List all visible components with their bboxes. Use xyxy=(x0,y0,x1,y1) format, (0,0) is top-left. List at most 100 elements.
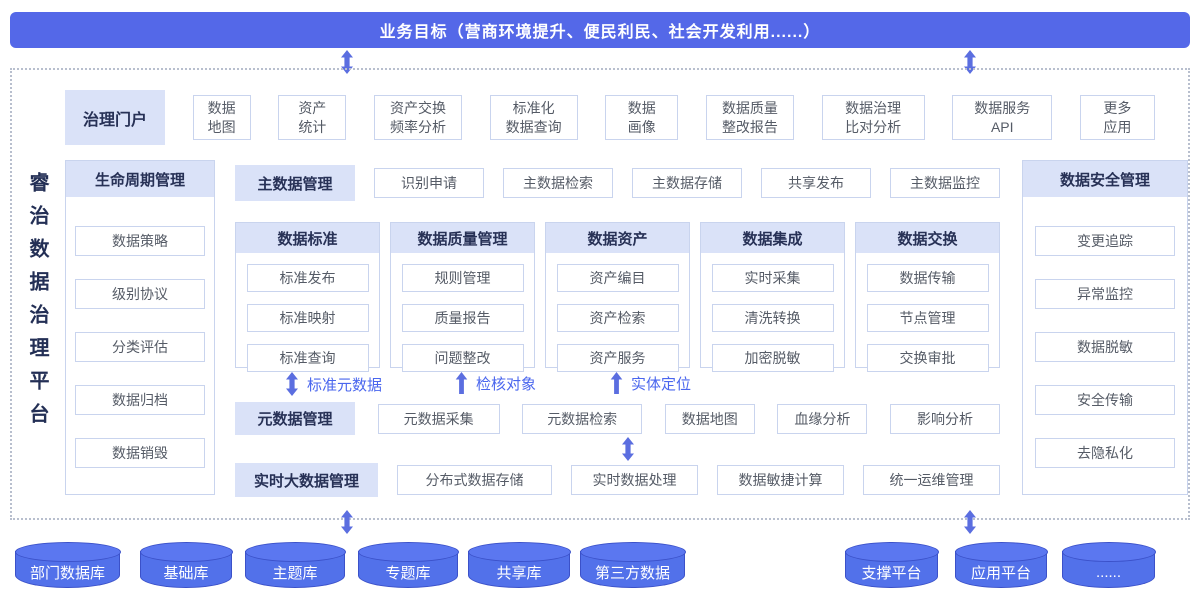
portal-item-line: API xyxy=(990,118,1014,135)
lifecycle-item: 级别协议 xyxy=(75,279,205,309)
security-header: 数据安全管理 xyxy=(1023,161,1187,197)
security-item: 数据脱敏 xyxy=(1035,332,1175,362)
pillar-header: 数据资产 xyxy=(546,223,689,253)
security-item: 去隐私化 xyxy=(1035,438,1175,468)
metadata-item: 影响分析 xyxy=(889,403,1000,434)
master-data-item: 共享发布 xyxy=(761,168,871,198)
pillar-data-quality: 数据质量管理 规则管理 质量报告 问题整改 xyxy=(390,222,535,372)
cylinder-label: 支撑平台 xyxy=(861,565,922,582)
cylinder-label: 专题库 xyxy=(385,565,431,582)
portal-item-line: 地图 xyxy=(207,118,236,135)
cylinder-label: 共享库 xyxy=(496,565,542,582)
bigdata-item: 分布式数据存储 xyxy=(397,465,552,495)
portal-item-exchange-frequency: 资产交换 频率分析 xyxy=(373,95,462,140)
portal-item-quality-report: 数据质量 整改报告 xyxy=(705,95,794,140)
flow-label: 标准元数据 xyxy=(307,376,383,394)
portal-header: 治理门户 xyxy=(65,90,165,145)
pillar-item: 交换审批 xyxy=(866,344,989,372)
pillar-item: 资产检索 xyxy=(556,304,679,332)
pillar-items: 资产编目 资产检索 资产服务 xyxy=(546,253,689,372)
portal-item-line: 比对分析 xyxy=(845,118,902,135)
platform-frame xyxy=(10,68,1190,520)
lifecycle-item: 数据策略 xyxy=(75,226,205,256)
portal-item-data-service-api: 数据服务 API xyxy=(952,95,1053,140)
portal-item-line: 数据查询 xyxy=(505,118,562,135)
pillar-item: 资产服务 xyxy=(556,344,679,372)
master-data-row: 主数据管理 识别申请 主数据检索 主数据存储 共享发布 主数据监控 xyxy=(235,165,1000,201)
platform-title: 睿治数据治理平台 xyxy=(26,172,48,436)
pillar-item: 加密脱敏 xyxy=(711,344,834,372)
up-down-arrow-icon xyxy=(621,437,635,461)
cylinder-label: 应用平台 xyxy=(970,565,1031,582)
database-row: 部门数据库 基础库 主题库 专题库 共享库 第三方数据 支撑平台 应用平台 ..… xyxy=(0,540,1200,592)
flow-label: 检核对象 xyxy=(476,375,537,393)
portal-item-more-apps: 更多 应用 xyxy=(1079,95,1155,140)
cylinder-label: 部门数据库 xyxy=(29,565,105,582)
master-data-item: 主数据监控 xyxy=(890,168,1000,198)
pillar-items: 标准发布 标准映射 标准查询 xyxy=(236,253,379,372)
pillar-item: 规则管理 xyxy=(401,264,524,292)
up-down-arrow-icon xyxy=(286,372,298,396)
master-data-item: 识别申请 xyxy=(374,168,484,198)
pillar-header: 数据集成 xyxy=(701,223,844,253)
pillar-header: 数据质量管理 xyxy=(391,223,534,253)
portal-item-line: 资产交换 xyxy=(389,99,446,116)
cylinder-label: ...... xyxy=(1095,564,1121,581)
pillar-items: 规则管理 质量报告 问题整改 xyxy=(391,253,534,372)
lifecycle-items: 数据策略 级别协议 分类评估 数据归档 数据销毁 xyxy=(66,197,214,468)
up-down-arrow-icon xyxy=(963,510,977,534)
pillar-item: 实时采集 xyxy=(711,264,834,292)
pillar-header: 数据标准 xyxy=(236,223,379,253)
security-item: 变更追踪 xyxy=(1035,226,1175,256)
portal-item-line: 统计 xyxy=(298,118,327,135)
pillar-data-standard: 数据标准 标准发布 标准映射 标准查询 xyxy=(235,222,380,372)
platform-cylinder: 支撑平台 xyxy=(844,542,939,588)
database-cylinder: 第三方数据 xyxy=(579,542,686,588)
bigdata-item: 实时数据处理 xyxy=(571,465,698,495)
database-cylinder: 基础库 xyxy=(139,542,233,588)
bigdata-item: 数据敏捷计算 xyxy=(717,465,844,495)
metadata-item: 元数据采集 xyxy=(377,403,500,434)
portal-item-line: 应用 xyxy=(1103,118,1132,135)
database-cylinder: 主题库 xyxy=(244,542,346,588)
cylinder-label: 第三方数据 xyxy=(594,565,670,582)
portal-item-data-profile: 数据 画像 xyxy=(605,95,679,140)
pillar-items: 实时采集 清洗转换 加密脱敏 xyxy=(701,253,844,372)
up-arrow-icon xyxy=(610,372,623,394)
portal-item-line: 画像 xyxy=(627,118,656,135)
security-item: 异常监控 xyxy=(1035,279,1175,309)
security-column: 数据安全管理 变更追踪 异常监控 数据脱敏 安全传输 去隐私化 xyxy=(1022,160,1188,495)
master-data-item: 主数据检索 xyxy=(503,168,613,198)
portal-item-line: 更多 xyxy=(1103,99,1132,116)
pillar-item: 节点管理 xyxy=(866,304,989,332)
flow-check-object: 检核对象 xyxy=(455,372,536,394)
up-down-arrow-icon xyxy=(340,510,354,534)
bigdata-row: 实时大数据管理 分布式数据存储 实时数据处理 数据敏捷计算 统一运维管理 xyxy=(235,463,1000,497)
flow-labels-row: 标准元数据 检核对象 实体定位 xyxy=(235,372,1000,400)
pillar-item: 标准发布 xyxy=(246,264,369,292)
database-cylinder: 共享库 xyxy=(467,542,571,588)
portal-item-governance-compare: 数据治理 比对分析 xyxy=(821,95,925,140)
bigdata-item: 统一运维管理 xyxy=(863,465,1000,495)
lifecycle-header: 生命周期管理 xyxy=(66,161,214,197)
master-data-item: 主数据存储 xyxy=(632,168,742,198)
pillar-item: 标准映射 xyxy=(246,304,369,332)
bigdata-header: 实时大数据管理 xyxy=(235,463,378,497)
portal-item-line: 数据治理 xyxy=(845,99,902,116)
pillar-item: 资产编目 xyxy=(556,264,679,292)
flow-entity-locate: 实体定位 xyxy=(610,372,691,394)
lifecycle-column: 生命周期管理 数据策略 级别协议 分类评估 数据归档 数据销毁 xyxy=(65,160,215,495)
portal-item-line: 标准化 xyxy=(512,99,555,116)
pillar-header: 数据交换 xyxy=(856,223,999,253)
lifecycle-item: 数据归档 xyxy=(75,385,205,415)
pillar-data-exchange: 数据交换 数据传输 节点管理 交换审批 xyxy=(855,222,1000,372)
lifecycle-item: 数据销毁 xyxy=(75,438,205,468)
security-items: 变更追踪 异常监控 数据脱敏 安全传输 去隐私化 xyxy=(1023,197,1187,468)
metadata-item: 数据地图 xyxy=(664,403,755,434)
portal-item-line: 数据 xyxy=(207,99,236,116)
metadata-header: 元数据管理 xyxy=(235,402,355,435)
pillar-data-asset: 数据资产 资产编目 资产检索 资产服务 xyxy=(545,222,690,372)
database-cylinder: 专题库 xyxy=(357,542,459,588)
pillar-item: 问题整改 xyxy=(401,344,524,372)
